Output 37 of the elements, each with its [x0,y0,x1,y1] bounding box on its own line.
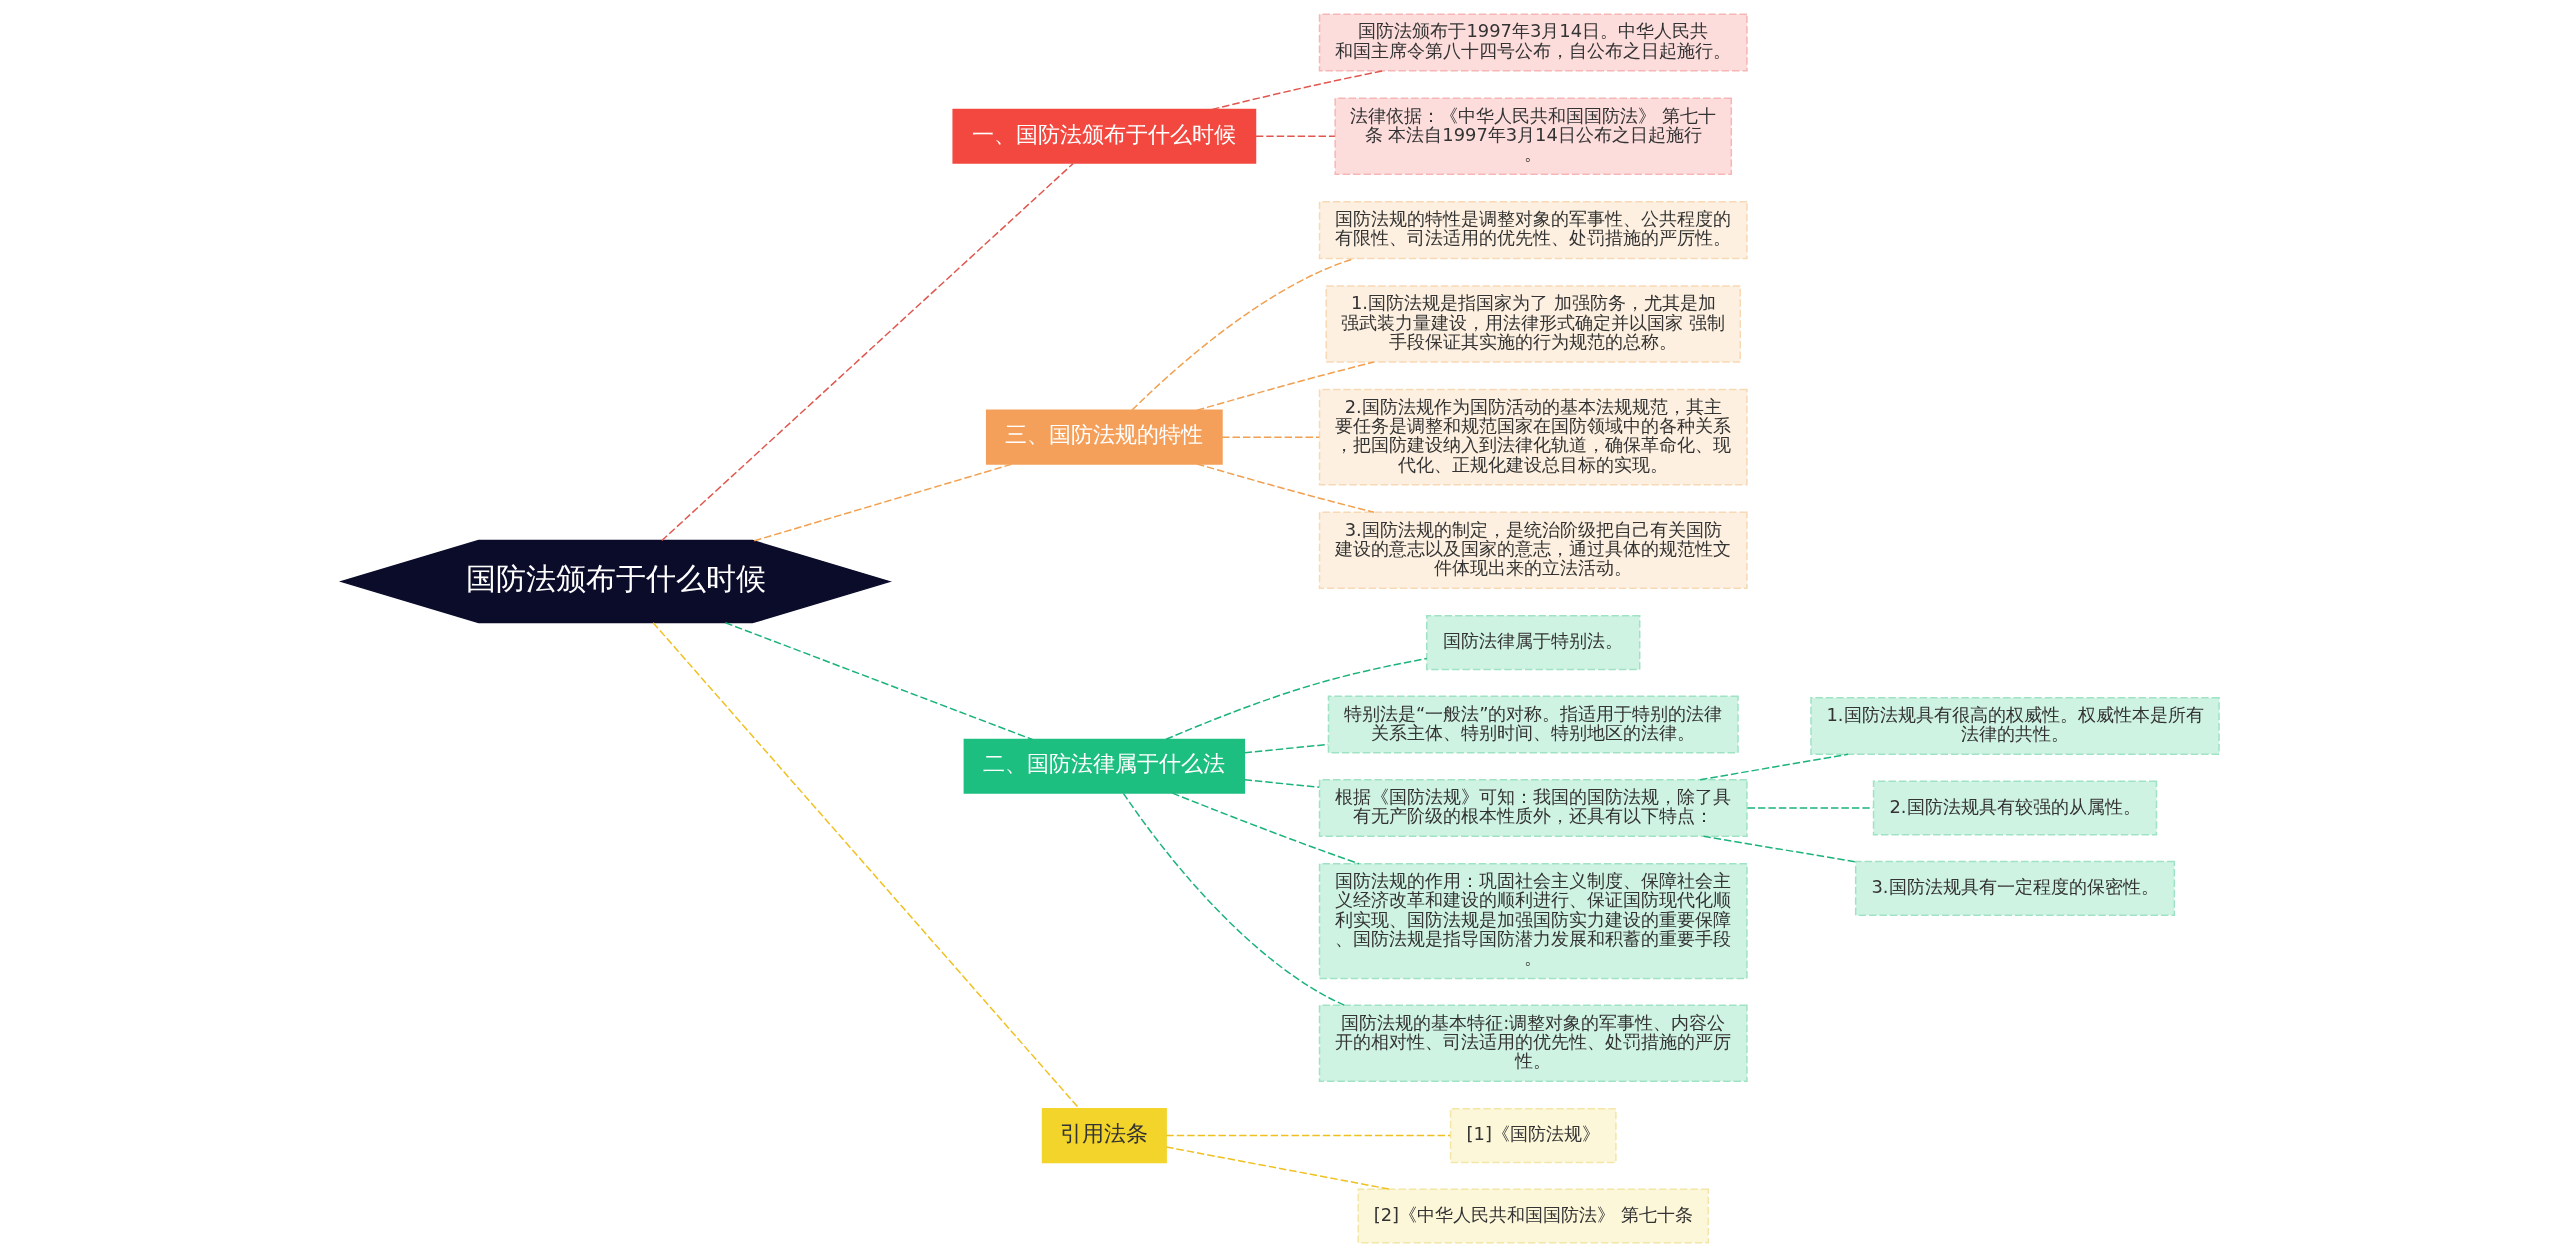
node-box: 国防法规的基本特征:调整对象的军事性、内容公开的相对性、司法适用的优先性、处罚措施的严厉性。 [1318,1004,1748,1082]
node-box: 国防法规的特性是调整对象的军事性、公共程度的有限性、司法适用的优先性、处罚措施的严厉性。 [1318,201,1748,260]
node-box: 1.国防法规是指国家为了 加强防务，尤其是加强武装力量建设，用法律形式确定并以国家 强制手段保证其实施的行为规范的总称。 [1325,285,1741,363]
node-box: 国防法颁布于1997年3月14日。中华人民共和国主席令第八十四号公布，自公布之日起施行。 [1318,13,1748,72]
node-box: 3.国防法规具有一定程度的保密性。 [1854,860,2175,916]
connector [1122,792,1345,1006]
connector [1195,361,1375,411]
connector [660,162,1074,542]
connector [1165,1134,1451,1137]
connector [1164,657,1427,741]
node-box: 2.国防法规具有较强的从属性。 [1872,780,2157,836]
connector [1195,463,1375,513]
node-box: 二、国防法律属于什么法 [963,738,1245,794]
connector [1702,835,1856,863]
connector [1220,436,1320,438]
node-box: [1]《国防法规》 [1449,1108,1617,1164]
node-box: 法律依据：《中华人民共和国国防法》 第七十条 本法自1997年3月14日公布之日起施行。 [1333,97,1732,176]
connector [1698,753,1849,781]
node-box: 2.国防法规作为国防活动的基本法规规范，其主要任务是调整和规范国家在国防领域中的各种关系，把国防建设纳入到法律化轨道，确保革命化、现代化、正规化建设总目标的实现。 [1318,388,1748,486]
node-box: 1.国防法规具有很高的权威性。权威性本是所有法律的共性。 [1809,697,2220,756]
connector [1243,779,1320,788]
node-box: 引用法条 [1041,1108,1167,1164]
connector [651,622,1080,1110]
connector [1210,70,1384,111]
connector [1171,792,1360,865]
node-box: 国防法律属于特别法。 [1425,615,1640,671]
connector [724,622,1033,741]
node-box: 3.国防法规的制定，是统治阶级把自己有关国防建设的意志以及国家的意志，通过具体的规范性文件体现出来的立法活动。 [1318,511,1748,590]
node-box: 根据《国防法规》可知：我国的国防法规，除了具有无产阶级的根本性质外，还具有以下特点： [1318,778,1748,837]
node-box: 特别法是“一般法”的对称。指适用于特别的法律关系主体、特别时间、特别地区的法律。 [1327,695,1739,754]
connector [1165,1146,1390,1190]
node-box: 一、国防法颁布于什么时候 [951,108,1256,164]
node-box: 国防法规的作用：巩固社会主义制度、保障社会主义经济改革和建设的顺利进行、保证国防现代化顺利实现、国防法规是加强国防实力建设的重要保障、国防法规是指导国防潜力发展和积蓄的重要手段。 [1318,863,1748,980]
node-box: 三、国防法规的特性 [985,409,1223,465]
connector [1254,135,1336,138]
node-box: [2]《中华人民共和国国防法》 第七十条 [1357,1188,1709,1244]
connector [753,463,1013,542]
